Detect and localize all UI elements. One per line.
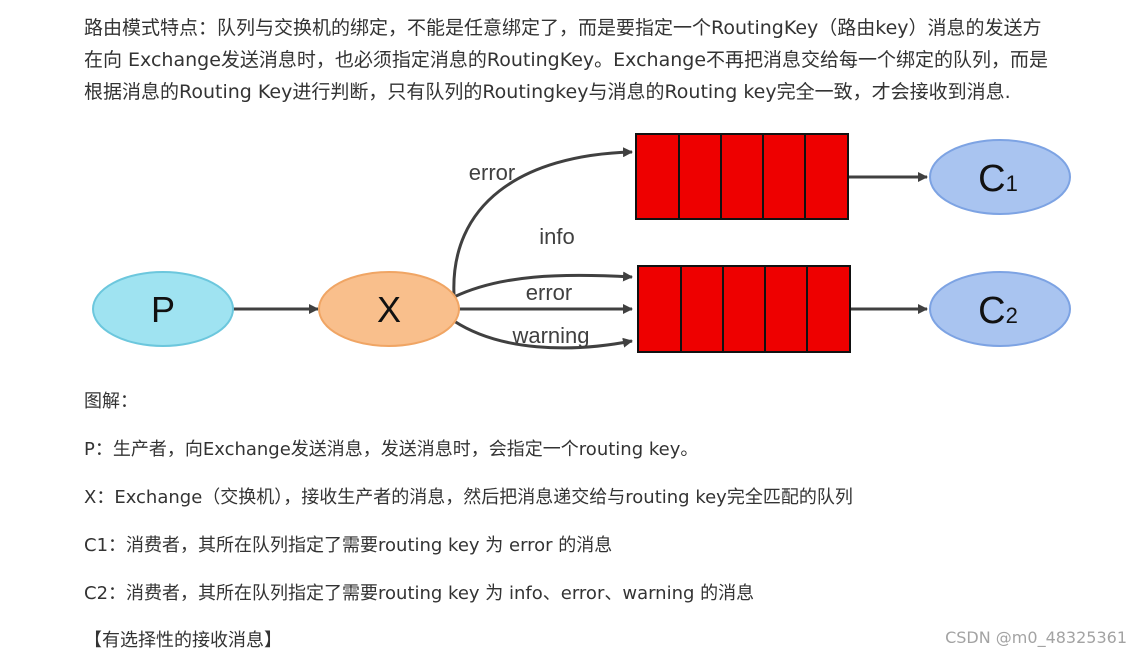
consumer-1-label: C1 (978, 158, 1018, 200)
consumer-2-node: C2 (929, 271, 1071, 347)
arrow-x-to-queue1 (452, 147, 633, 296)
routing-label-info: info (539, 224, 574, 249)
consumer-2-label: C2 (978, 290, 1018, 332)
legend-heading: 图解： (84, 391, 138, 412)
intro-line: 根据消息的Routing Key进行判断，只有队列的Routingkey与消息的… (84, 81, 1011, 103)
legend-summary: 【有选择性的接收消息】 (84, 630, 282, 651)
legend-consumer1-desc: C1：消费者，其所在队列指定了需要routing key 为 error 的消息 (84, 535, 613, 556)
producer-label: P (151, 289, 175, 330)
arrow-x-to-queue2-info (453, 271, 633, 299)
intro-line: 路由模式特点：队列与交换机的绑定，不能是任意绑定了，而是要指定一个Routing… (84, 17, 1042, 39)
arrow-x-to-queue2-warning (453, 319, 633, 350)
routing-label-error-top: error (469, 160, 515, 185)
queue-2 (637, 265, 851, 353)
exchange-label: X (377, 289, 401, 330)
intro-line: 在向 Exchange发送消息时，也必须指定消息的RoutingKey。Exch… (84, 49, 1049, 71)
intro-paragraph: 路由模式特点：队列与交换机的绑定，不能是任意绑定了，而是要指定一个Routing… (84, 12, 1094, 108)
routing-label-warning: warning (511, 323, 589, 348)
routing-diagram: P X C1 C2 error info error warning (92, 133, 1071, 353)
producer-node: P (92, 271, 234, 347)
exchange-node: X (318, 271, 460, 347)
queue-1 (635, 133, 849, 220)
consumer-1-node: C1 (929, 139, 1071, 215)
legend-consumer2-desc: C2：消费者，其所在队列指定了需要routing key 为 info、erro… (84, 583, 755, 604)
legend-exchange-desc: X：Exchange（交换机），接收生产者的消息，然后把消息递交给与routin… (84, 487, 853, 508)
csdn-watermark: CSDN @m0_48325361 (945, 628, 1127, 647)
routing-label-error: error (526, 280, 572, 305)
legend-producer-desc: P：生产者，向Exchange发送消息，发送消息时，会指定一个routing k… (84, 439, 699, 460)
